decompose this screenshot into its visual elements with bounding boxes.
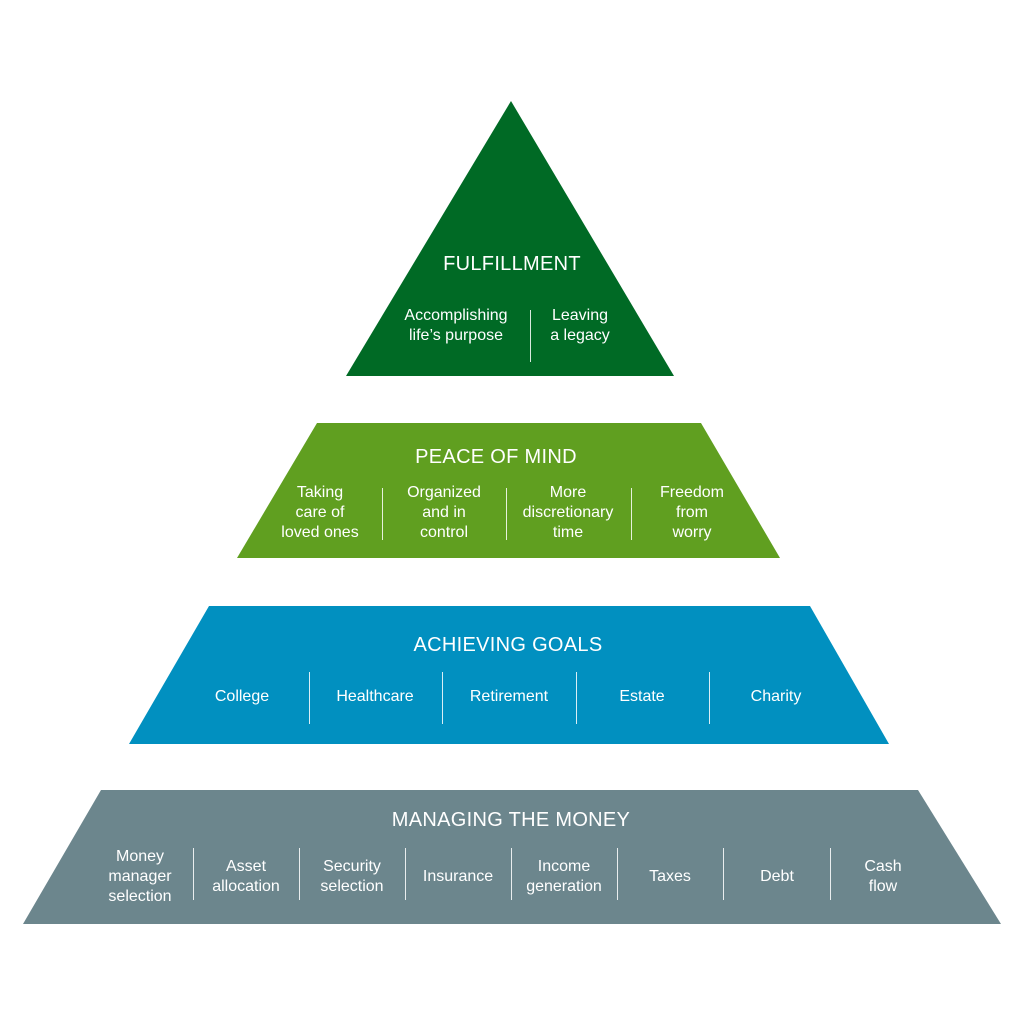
fulfillment-item-legacy: Leaving a legacy [550,307,610,344]
peace-item-discretionary-time: More discretionary time [522,484,614,541]
goals-divider-3 [576,672,577,724]
money-item-cash-flow: Cash flow [864,858,902,895]
goals-item-healthcare: Healthcare [336,688,414,705]
peace-item-loved-ones: Taking care of loved ones [281,484,359,541]
managing-money-tier-shape [23,790,1001,924]
money-divider-2 [299,848,300,900]
goals-divider-1 [309,672,310,724]
money-divider-6 [723,848,724,900]
money-divider-5 [617,848,618,900]
money-item-taxes: Taxes [649,868,691,885]
peace-divider-1 [382,488,383,540]
money-item-asset-allocation: Asset allocation [212,858,280,895]
money-divider-3 [405,848,406,900]
peace-of-mind-tier-shape [237,423,780,558]
money-item-manager-selection: Money manager selection [108,848,172,905]
money-item-insurance: Insurance [422,868,494,885]
managing-money-title: MANAGING THE MONEY [391,809,631,831]
peace-divider-2 [506,488,507,540]
fulfillment-tier-shape [346,101,674,376]
achieving-goals-tier-shape [129,606,889,744]
achieving-goals-title: ACHIEVING GOALS [413,634,603,656]
goals-item-estate: Estate [619,688,665,705]
peace-item-organized: Organized and in control [407,484,481,541]
money-divider-1 [193,848,194,900]
peace-of-mind-title: PEACE OF MIND [415,446,577,468]
peace-divider-3 [631,488,632,540]
money-divider-4 [511,848,512,900]
money-item-security-selection: Security selection [320,858,384,895]
money-item-income-generation: Income generation [526,858,602,895]
goals-divider-4 [709,672,710,724]
goals-item-charity: Charity [750,688,802,705]
peace-item-freedom: Freedom from worry [659,484,725,541]
goals-item-retirement: Retirement [469,688,549,705]
fulfillment-title: FULFILLMENT [443,253,581,275]
goals-item-college: College [214,688,270,705]
goals-divider-2 [442,672,443,724]
money-divider-7 [830,848,831,900]
fulfillment-item-purpose: Accomplishing life’s purpose [404,307,508,344]
money-item-debt: Debt [760,868,794,885]
fulfillment-divider [530,310,531,362]
